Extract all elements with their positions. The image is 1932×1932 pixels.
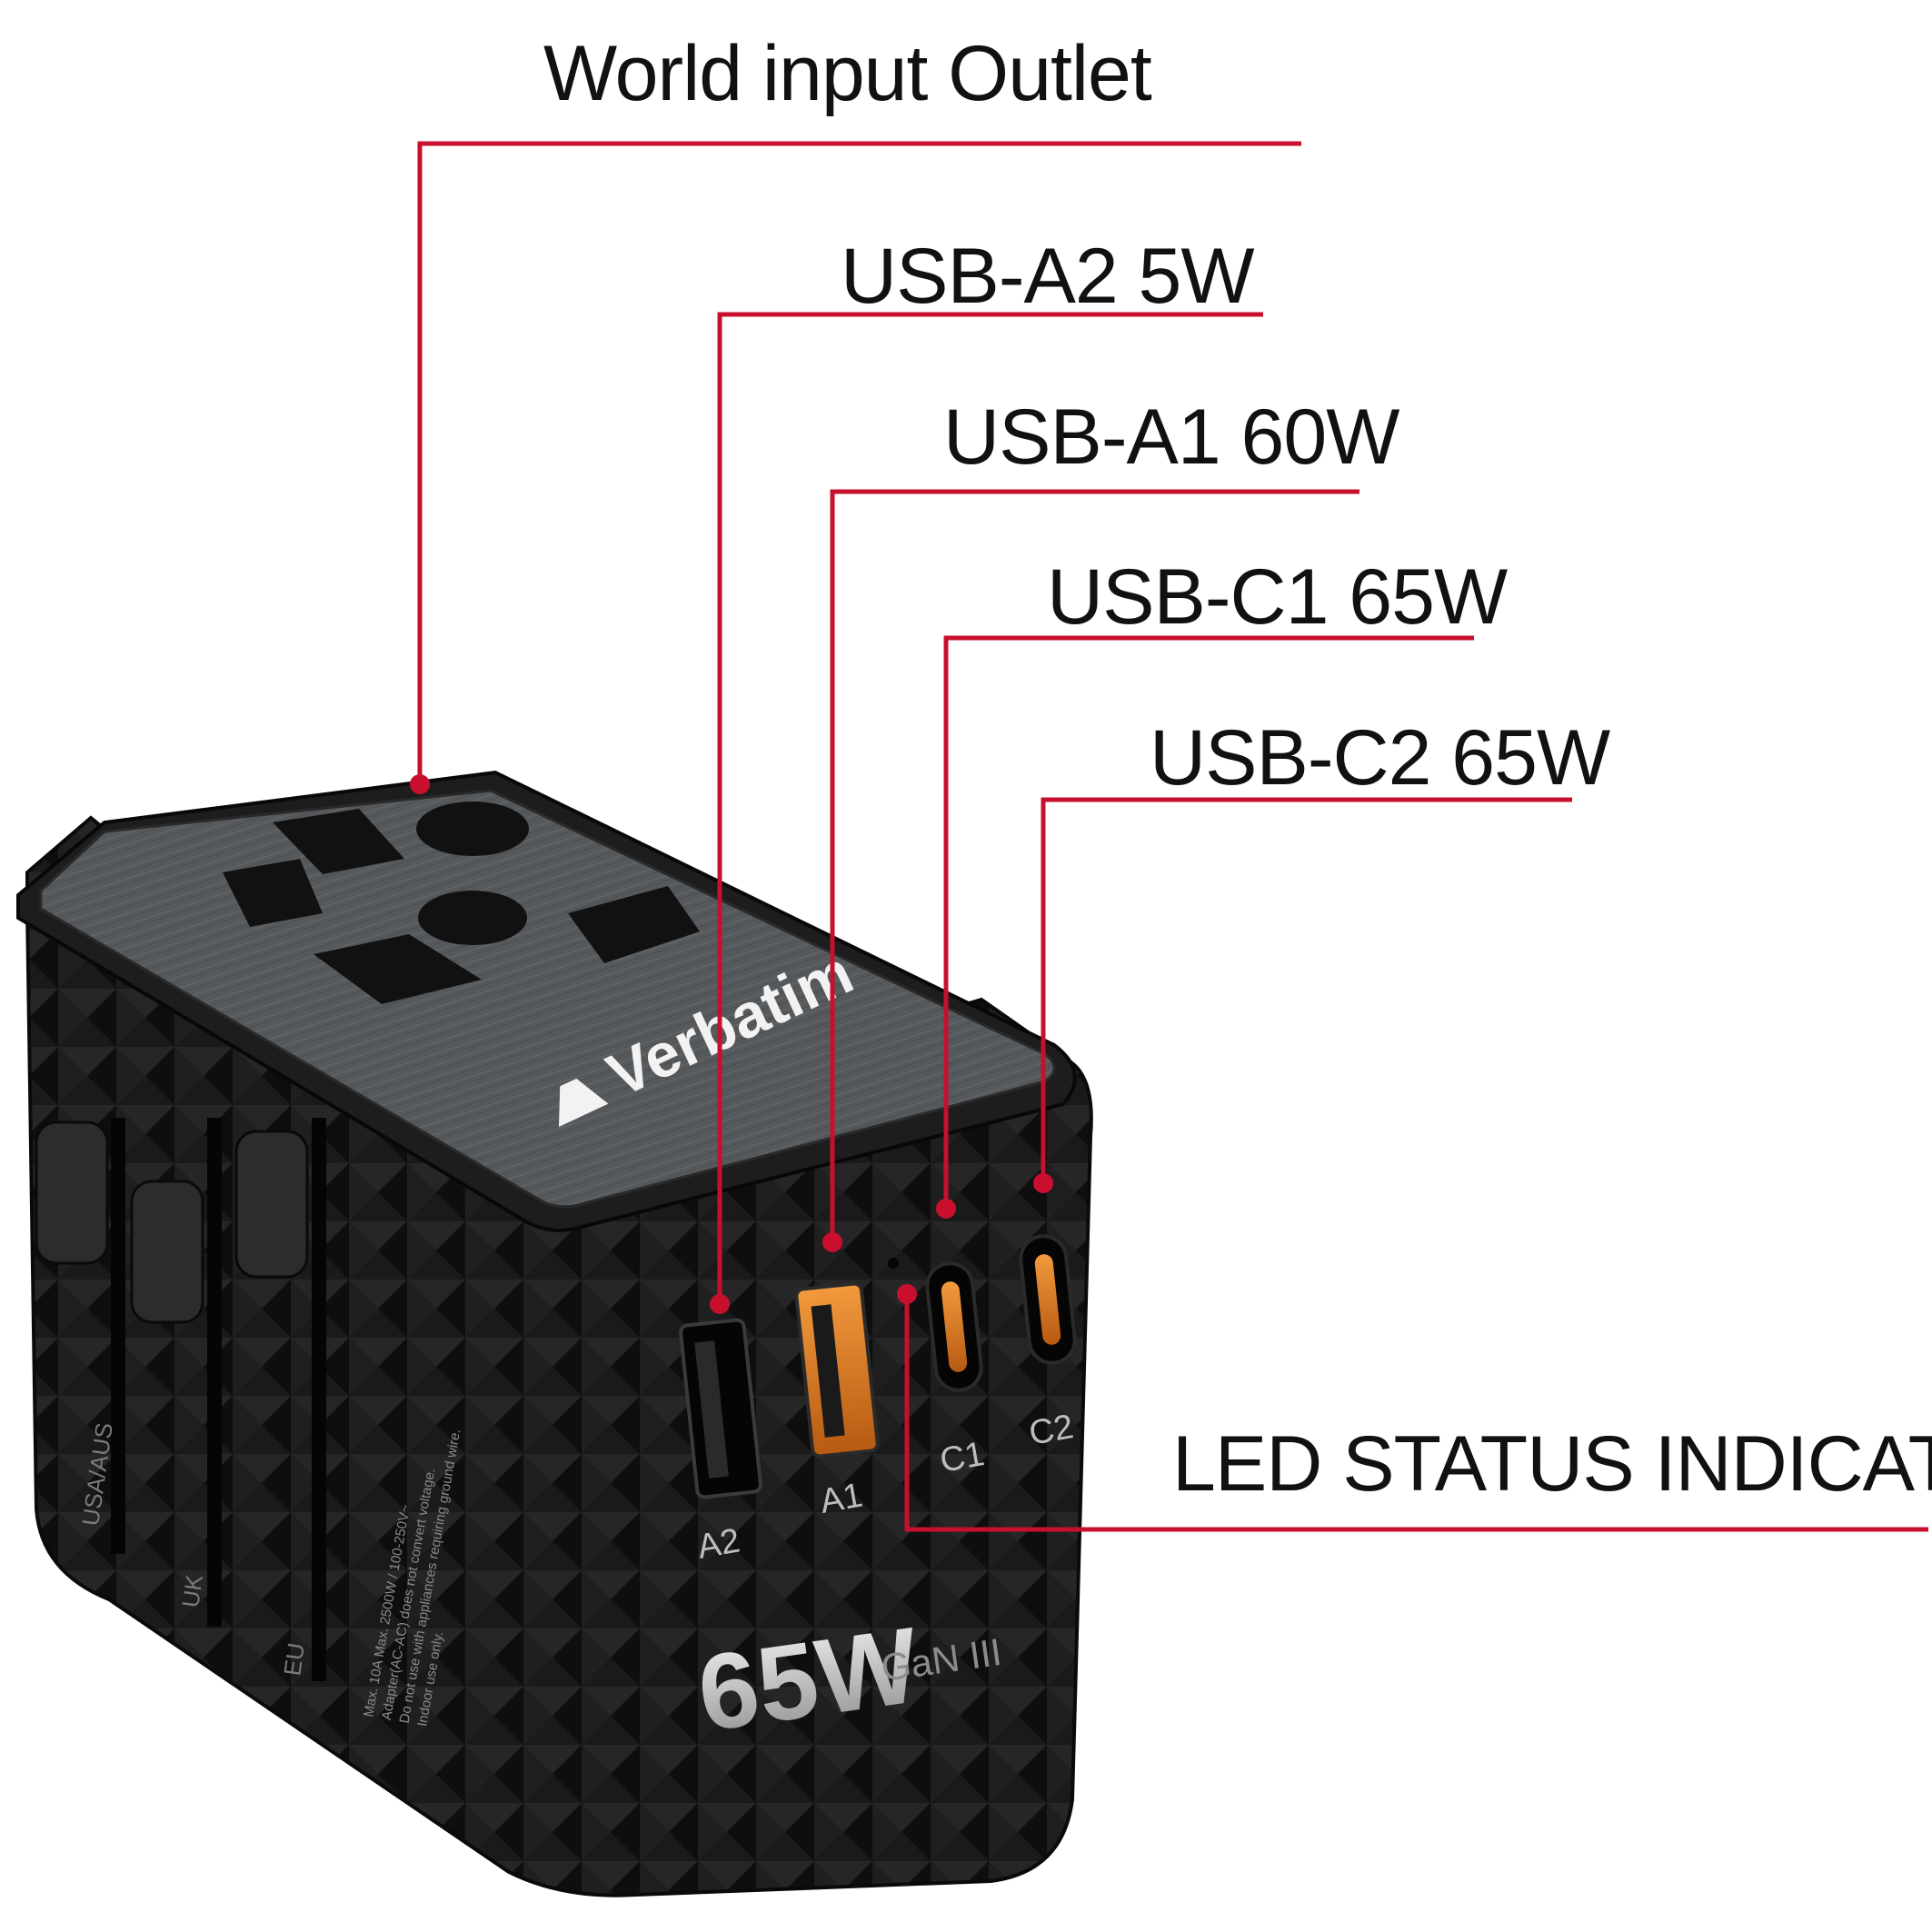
callout-world-outlet-label: World input Outlet (543, 30, 1152, 117)
callout-usb-c1: USB-C1 65W (936, 553, 1509, 1219)
socket-round-top (416, 802, 529, 856)
plug-label-uk: UK (176, 1572, 208, 1609)
led-status-indicator (888, 1258, 899, 1269)
plug-label-eu: EU (278, 1641, 310, 1678)
port-a1[interactable] (794, 1281, 880, 1459)
socket-slot-center-left (223, 859, 323, 927)
callout-usb-c1-label: USB-C1 65W (1047, 553, 1508, 641)
world-outlet-sockets (223, 802, 700, 1004)
usb-c1-tongue (941, 1281, 968, 1372)
callout-usb-c2-label: USB-C2 65W (1150, 714, 1610, 802)
leader-world-outlet (417, 141, 1301, 784)
usb-a2-tongue (694, 1340, 729, 1479)
slider-eu[interactable] (234, 1130, 309, 1279)
leader-dot-usb-a2 (710, 1294, 730, 1314)
callout-usb-a2-label: USB-A2 5W (841, 233, 1254, 320)
port-label-a1: A1 (817, 1476, 865, 1520)
leader-dot-usb-a1 (822, 1232, 842, 1252)
slider-us[interactable] (35, 1120, 109, 1265)
callout-led-status: LED STATUS INDICATOR (897, 1284, 1932, 1532)
port-c2[interactable] (1019, 1234, 1077, 1365)
callout-usb-a1: USB-A1 60W (822, 393, 1400, 1252)
slider-uk[interactable] (130, 1180, 204, 1324)
callout-usb-a2: USB-A2 5W (710, 233, 1263, 1314)
socket-round-center (418, 891, 527, 945)
callout-usb-a1-label: USB-A1 60W (943, 393, 1399, 481)
socket-slot-bottom (314, 934, 482, 1004)
port-label-c2: C2 (1026, 1408, 1076, 1453)
leader-dot-usb-c2 (1033, 1173, 1053, 1193)
slider-track-uk (207, 1118, 222, 1627)
leader-usb-c1 (943, 635, 1474, 1209)
usb-c2-tongue (1034, 1254, 1061, 1345)
leader-usb-a1 (830, 489, 1359, 1242)
plug-sliders (35, 1118, 326, 1681)
socket-slot-right (568, 886, 700, 963)
leader-usb-c2 (1041, 797, 1572, 1183)
slider-track-us (111, 1118, 125, 1554)
leader-dot-usb-c1 (936, 1199, 956, 1219)
callout-usb-c2: USB-C2 65W (1033, 714, 1611, 1193)
slider-track-eu (312, 1118, 326, 1681)
verbatim-logo-icon (559, 1078, 609, 1127)
port-label-a2: A2 (694, 1521, 742, 1566)
port-a2[interactable] (679, 1318, 762, 1499)
callouts: World input Outlet USB-A2 5W USB-A1 60W … (410, 30, 1932, 1532)
leader-dot-led-status (897, 1284, 917, 1304)
leader-usb-a2 (717, 312, 1263, 1304)
callout-world-outlet: World input Outlet (410, 30, 1301, 794)
usb-a1-tongue (811, 1304, 845, 1438)
leader-led-status (904, 1294, 1928, 1532)
callout-led-status-label: LED STATUS INDICATOR (1172, 1420, 1932, 1508)
socket-slot-top-left (273, 809, 404, 874)
travel-adapter: Verbatim USA/AUS UK EU Max. 10A Max. 250… (16, 770, 1093, 1897)
port-c1[interactable] (925, 1261, 983, 1392)
leader-dot-world-outlet (410, 774, 430, 794)
port-label-c1: C1 (937, 1435, 987, 1480)
